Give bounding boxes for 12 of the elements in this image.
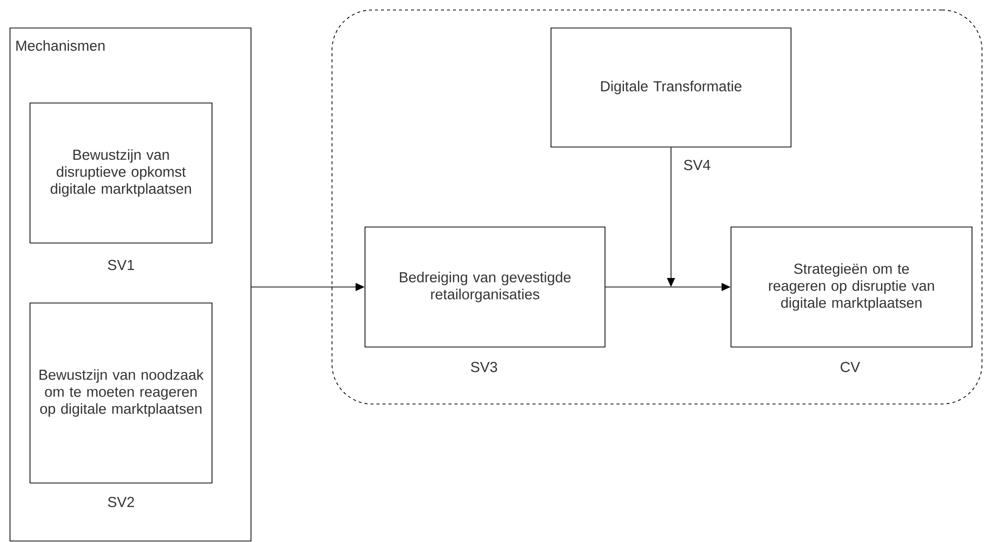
dashed-region — [332, 10, 982, 404]
process-box: Bewustzijn van disruptieve opkomst digitale marktplaatsen — [30, 102, 212, 244]
variable-label: SV4 — [684, 160, 710, 170]
process-box: Bedreiging van gevestigde retailorganisaties — [364, 226, 606, 348]
variable-label: CV — [840, 362, 860, 372]
process-box: Digitale Transformatie — [550, 28, 792, 148]
process-box: Bewustzijn van noodzaak om te moeten reageren op digitale marktplaatsen — [30, 302, 212, 484]
variable-label: SV1 — [108, 260, 134, 270]
group-title: Mechanismen — [16, 40, 104, 51]
variable-label: SV3 — [470, 362, 498, 372]
variable-label: SV2 — [108, 496, 134, 508]
process-box: Strategieën om te reageren op disruptie van digitale marktplaatsen — [730, 226, 972, 348]
